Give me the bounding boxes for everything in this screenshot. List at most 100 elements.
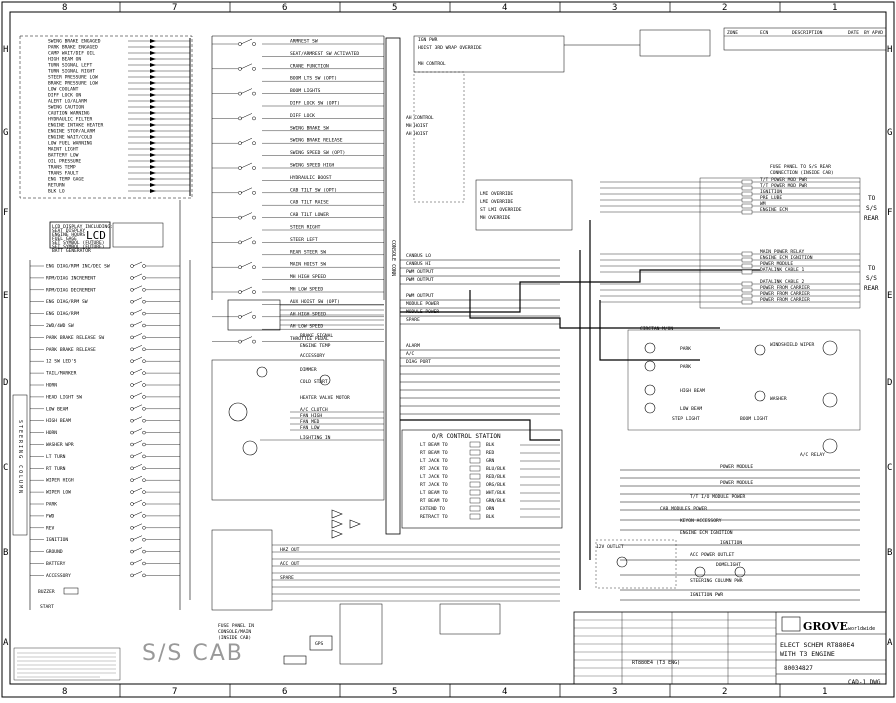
module-label: LOW BEAM [680, 406, 702, 412]
hvac-block [211, 359, 385, 501]
cl-signal-label: STEER LEFT [290, 237, 318, 243]
center-signal-label: SPARE [406, 317, 420, 323]
switch-blade [132, 261, 143, 267]
fuse-icon [741, 197, 753, 203]
buzzer-symbol [63, 587, 79, 595]
module-label: 12V OUTLET [596, 544, 624, 550]
switch-label: ACCESSORY [46, 573, 71, 579]
indicator-label: ENGINE INTAKE HEATER [48, 123, 104, 129]
cl-signal-label: ACCESSORY [300, 353, 325, 359]
indicator-led-icon [150, 159, 156, 163]
lamp-icon [644, 360, 656, 372]
cl-signal-label: LIGHTING IN [300, 435, 331, 441]
station-wire-color: BLU/BLK [486, 466, 506, 472]
fuse-panel-rear: FUSE PANEL TO S/S REAR CONNECTION (INSID… [699, 164, 861, 309]
or-station-outline [401, 429, 563, 529]
switch-contact-icon [142, 454, 146, 459]
lcd-feature-label: FUEL GAGE [52, 236, 77, 242]
indicator-led-icon [150, 165, 156, 169]
cl-signal-label: BOOM LIGHTS [290, 88, 321, 94]
switch-blade [132, 392, 143, 398]
switch-blade [132, 321, 143, 326]
fuse-row-label: MAIN POWER RELAY [760, 249, 804, 255]
rev-header: BY [864, 30, 870, 36]
switch-contact-icon [142, 514, 146, 518]
center-signal-label: IGN PWR [418, 37, 438, 43]
center-wires [400, 259, 560, 415]
indicator-bank [19, 35, 193, 199]
fuse-icon [741, 299, 753, 305]
center-signal-label: ALARM [406, 343, 420, 349]
col-label: 7 [172, 687, 177, 697]
cl-signal-label: DIFF LOCK [290, 113, 315, 119]
lamp-icon [644, 384, 656, 396]
fuse-icon [741, 281, 753, 287]
switch-contact-icon [142, 335, 146, 340]
revision-block: ZONE ECN DESCRIPTION DATE BY APVD [723, 27, 887, 51]
cl-switch-blade [240, 286, 253, 293]
lower-connector-outline [211, 529, 273, 611]
notes-outline [13, 647, 121, 681]
switch-label: REV [46, 525, 55, 531]
cl-signal-label: COLD START [300, 379, 328, 385]
module-label: WINDSHIELD WIPER [770, 342, 814, 348]
relay-block-outline [339, 603, 383, 665]
indicator-label: ENGINE STOP/ALARM [48, 129, 95, 135]
switch-contact-icon [142, 430, 146, 435]
row-label: B [3, 548, 8, 558]
module-label: KEYON ACCESSORY [680, 518, 722, 524]
steering-column-box [12, 394, 28, 536]
indicator-led-icon [150, 141, 156, 145]
drawing-subtitle: WITH T3 ENGINE [780, 650, 835, 658]
lamp-icon [644, 402, 656, 414]
switch-blade [132, 273, 143, 279]
station-wire-color: RED [486, 450, 495, 456]
fuse-row-label: DATALINK CABLE 1 [760, 267, 804, 273]
center-signal-label: CANBUS HI [406, 261, 431, 267]
row-labels: H G F E D C B A H G F E D C B A [3, 45, 893, 648]
center-signal-label: AH HOIST [406, 131, 428, 137]
indicator-led-icon [150, 57, 156, 61]
indicator-led-icon [150, 87, 156, 91]
center-signal-label: MH CONTROL [418, 61, 446, 67]
cl-switch-contact-icon [252, 91, 256, 96]
cl-switch-blade [240, 311, 253, 318]
module-label: POWER MODULE [720, 464, 753, 470]
indicator-led-icon [150, 177, 156, 181]
indicator-led-icon [150, 63, 156, 67]
rev-header: APVD [872, 30, 883, 36]
station-row-label: LT JACK TO [420, 458, 448, 464]
switch-blade [132, 380, 143, 386]
cl-switch-blade [240, 162, 253, 169]
fuse-icon [741, 251, 753, 257]
row-label: H [887, 45, 892, 55]
station-switch-icon [469, 441, 481, 448]
cl-signal-label: AH HIGH SPEED [290, 311, 326, 317]
lower-center-connector [211, 529, 560, 611]
column-labels-top: 8 7 6 5 4 3 2 1 [62, 3, 837, 13]
fuse-panel-outline [699, 177, 861, 309]
console-connector-outline [385, 37, 401, 535]
cab-label: S/S CAB [142, 641, 244, 666]
lcd-feature-label: SEAT DISPLAY [52, 228, 85, 234]
module-label: BOOM LIGHT [740, 416, 768, 422]
col-label: 7 [172, 3, 177, 13]
cl-switch-blade [240, 261, 253, 268]
indicator-led-icon [150, 93, 156, 97]
cl-switch-contact-icon [252, 314, 256, 319]
to-rear-label: TO [868, 195, 876, 202]
lcd-feature-label: SET SYMBOL (FUTURE) [52, 244, 105, 250]
switch-label: PARK [46, 502, 57, 508]
station-wire-color: RED/BLK [486, 474, 506, 480]
row-label: H [3, 45, 8, 55]
rev-header: ZONE [727, 30, 738, 36]
switch-contact-icon [142, 537, 146, 542]
fuse-icon [741, 287, 753, 293]
fuse-row-label: T/T POWER MOD PWR [760, 183, 807, 189]
switch-contact-icon [142, 407, 146, 411]
fuse-note-line: CONSOLE/MAIN [218, 629, 251, 635]
